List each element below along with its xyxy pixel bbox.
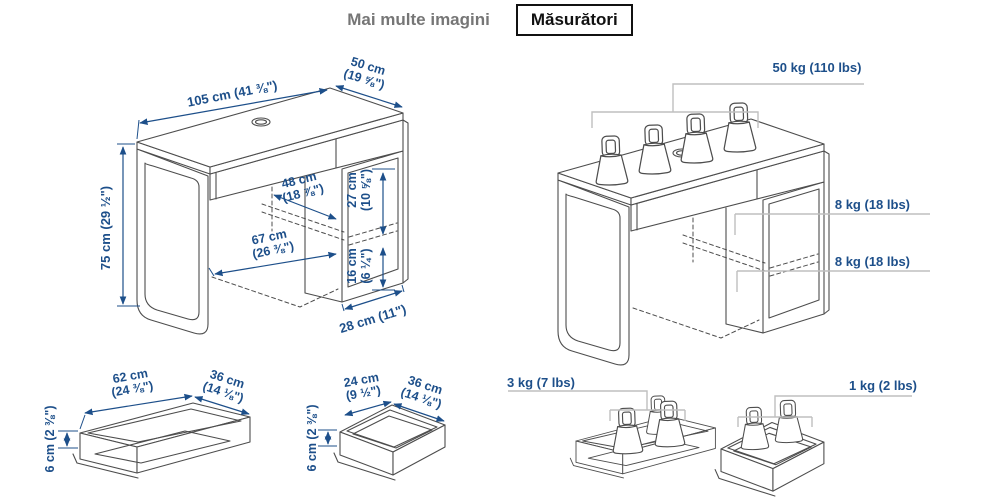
label-load-shelf-lower: 8 kg (18 lbs) bbox=[835, 254, 910, 269]
arrow-depth-50 bbox=[335, 85, 403, 108]
drawer-small-loaded bbox=[714, 399, 825, 497]
label-lower-shelf-2: (6 ¼") bbox=[359, 248, 373, 283]
label-load-shelf-upper: 8 kg (18 lbs) bbox=[835, 197, 910, 212]
extension-ticks bbox=[58, 119, 405, 449]
label-drawerL-width-1: 62 cm bbox=[112, 366, 149, 386]
label-lower-shelf-1: 16 cm bbox=[345, 248, 359, 283]
label-load-drawer-large: 3 kg (7 lbs) bbox=[507, 375, 575, 390]
label-drawerL-height: 6 cm (2 ⅜") bbox=[43, 405, 57, 472]
weight-leader-lines bbox=[508, 83, 930, 427]
arrow-knee-67 bbox=[214, 251, 337, 277]
leader-8kg-upper bbox=[734, 213, 930, 235]
leader-50kg bbox=[591, 83, 864, 128]
leader-8kg-lower bbox=[736, 270, 930, 292]
label-load-drawer-small: 1 kg (2 lbs) bbox=[849, 378, 917, 393]
tab-more-images[interactable]: Mai multe imagini bbox=[347, 10, 490, 29]
label-drawerS-width-2: (9 ½") bbox=[345, 383, 382, 403]
label-desk-width: 105 cm (41 ⅜") bbox=[186, 77, 279, 109]
drawer-large-empty bbox=[72, 402, 251, 479]
label-upper-shelf-1: 27 cm bbox=[345, 172, 359, 207]
dimension-arrows bbox=[58, 85, 445, 449]
arrow-drawerL-62 bbox=[84, 393, 193, 416]
arrow-width-105 bbox=[139, 88, 328, 125]
tab-measurements[interactable]: Măsurători bbox=[515, 4, 633, 36]
drawer-large-loaded bbox=[569, 395, 716, 479]
label-load-desk-top: 50 kg (110 lbs) bbox=[773, 60, 862, 75]
arrow-drawerS-36 bbox=[393, 403, 445, 422]
arrow-pedestal-28 bbox=[344, 290, 403, 310]
arrow-inner-48 bbox=[273, 194, 337, 220]
label-pedestal-width: 28 cm (11") bbox=[337, 301, 407, 336]
arrow-drawerS-24 bbox=[344, 400, 392, 417]
label-drawerS-width-1: 24 cm bbox=[343, 370, 380, 390]
leader-1kg bbox=[737, 395, 912, 427]
label-drawerS-height: 6 cm (2 ⅜") bbox=[305, 404, 319, 471]
leader-3kg bbox=[508, 390, 686, 421]
desk-line-art bbox=[136, 87, 409, 335]
arrow-drawerL-36 bbox=[194, 396, 250, 415]
image-type-tabs: Mai multe imagini Măsurători bbox=[0, 4, 990, 36]
label-desk-height: 75 cm (29 ½") bbox=[98, 186, 113, 270]
label-upper-shelf-2: (10 ⅝") bbox=[359, 169, 373, 211]
